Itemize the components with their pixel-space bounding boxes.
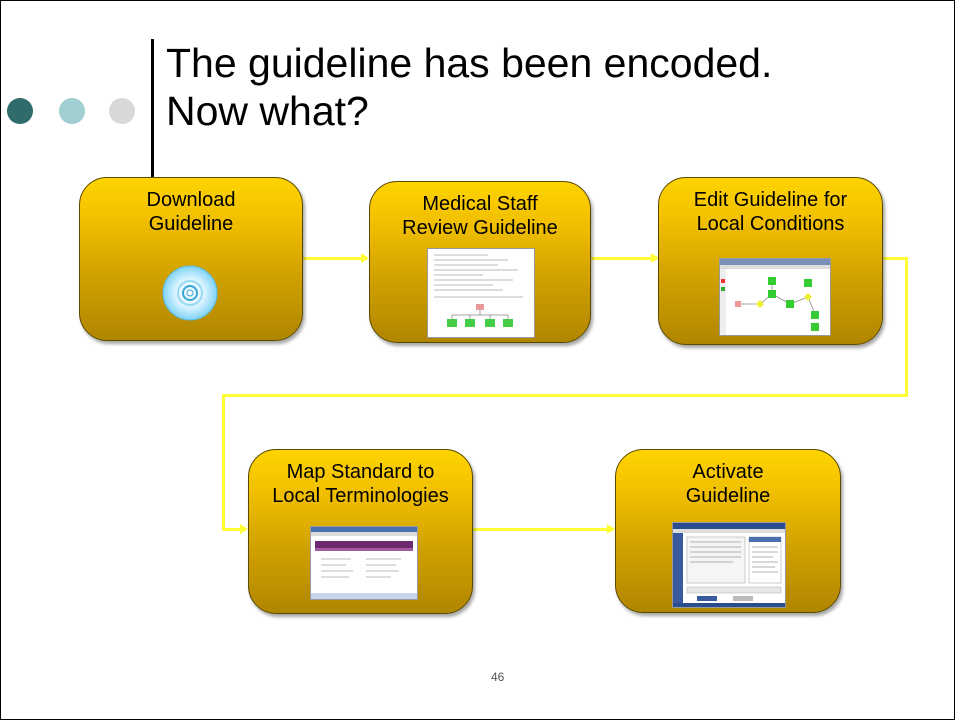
connector-3-down xyxy=(905,257,908,397)
arrowhead-2-3 xyxy=(651,253,659,263)
page-number: 46 xyxy=(491,670,505,684)
step-label: Map Standard to Local Terminologies xyxy=(249,460,472,508)
step-label-line-1: Edit Guideline for xyxy=(693,189,848,211)
arrowhead-3-4 xyxy=(240,524,248,534)
connector-4-down xyxy=(222,394,225,531)
step-medical-staff-review: Medical Staff Review Guideline xyxy=(369,181,591,343)
connector-4-in xyxy=(222,528,244,531)
cd-disc-icon xyxy=(162,265,218,321)
step-label-line-2: Local Conditions xyxy=(696,213,845,235)
document-screenshot-icon xyxy=(427,248,535,338)
step-label-line-2: Review Guideline xyxy=(402,217,558,239)
activation-screenshot-icon xyxy=(672,522,786,608)
step-label: Medical Staff Review Guideline xyxy=(370,192,590,240)
flowchart-editor-screenshot-icon xyxy=(719,258,831,336)
dot-teal xyxy=(59,98,85,124)
title-divider xyxy=(151,39,154,202)
connector-1-2 xyxy=(301,257,367,260)
slide-title: The guideline has been encoded. Now what… xyxy=(166,39,772,135)
arrowhead-4-5 xyxy=(607,524,615,534)
step-label-line-2: Local Terminologies xyxy=(272,485,449,507)
connector-2-3 xyxy=(589,257,657,260)
dot-gray xyxy=(109,98,135,124)
step-label-line-1: Activate xyxy=(692,461,764,483)
step-label: Activate Guideline xyxy=(616,460,840,508)
dot-dark xyxy=(7,98,33,124)
title-line-1: The guideline has been encoded. xyxy=(166,40,773,86)
step-label: Download Guideline xyxy=(80,188,302,236)
step-map-terminologies: Map Standard to Local Terminologies xyxy=(248,449,473,614)
step-activate-guideline: Activate Guideline xyxy=(615,449,841,613)
arrowhead-1-2 xyxy=(361,253,369,263)
step-label-line-1: Medical Staff xyxy=(422,193,538,215)
step-label-line-2: Guideline xyxy=(148,213,234,235)
step-label-line-2: Guideline xyxy=(685,485,771,507)
step-label-line-1: Download xyxy=(146,189,236,211)
connector-3-left xyxy=(222,394,908,397)
step-label-line-1: Map Standard to xyxy=(286,461,435,483)
connector-3-right xyxy=(881,257,908,260)
title-line-2: Now what? xyxy=(166,88,369,134)
step-edit-guideline: Edit Guideline for Local Conditions xyxy=(658,177,883,345)
terminology-mapping-screenshot-icon xyxy=(310,526,418,600)
connector-4-5 xyxy=(471,528,613,531)
step-download-guideline: Download Guideline xyxy=(79,177,303,341)
step-label: Edit Guideline for Local Conditions xyxy=(659,188,882,236)
